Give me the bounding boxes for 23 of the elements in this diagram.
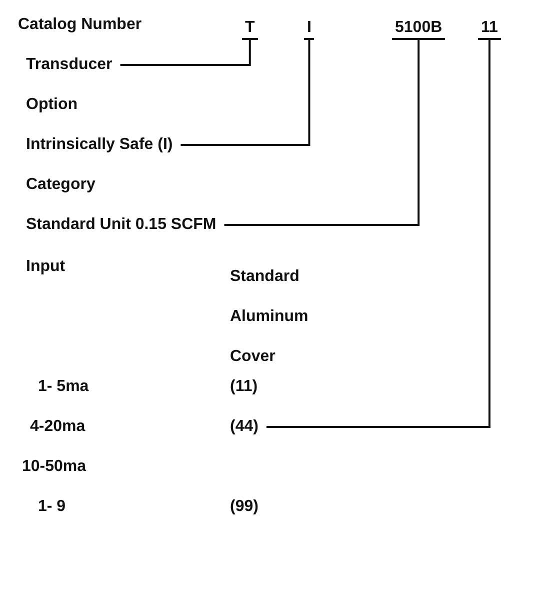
table-cell: 4-20ma xyxy=(30,417,86,437)
table-cell: (11) xyxy=(230,377,258,397)
field-label: Input xyxy=(26,257,66,277)
leader-line xyxy=(266,40,490,428)
table-cell: 1- 9 xyxy=(38,497,66,517)
catalog-code-segment: 11 xyxy=(478,18,501,40)
option-text: (44) xyxy=(230,417,258,437)
field-label: Option xyxy=(26,95,78,115)
heading: Catalog Number xyxy=(18,15,142,35)
column-heading: Standard Aluminum Cover xyxy=(230,267,310,367)
catalog-code-segment: 5100B xyxy=(392,18,446,40)
table-cell: 1- 5ma xyxy=(38,377,89,397)
option-text: Intrinsically Safe (I) xyxy=(26,135,173,155)
leader-line xyxy=(120,40,251,66)
option-text: Standard Unit 0.15 SCFM xyxy=(26,215,216,235)
leader-line xyxy=(180,40,310,146)
catalog-code-segment: T xyxy=(242,18,258,40)
table-cell: (99) xyxy=(230,497,258,517)
option-text: Transducer xyxy=(26,55,112,75)
leader-line xyxy=(224,40,420,226)
table-cell: 10-50ma xyxy=(22,457,86,477)
field-label: Category xyxy=(26,175,96,195)
catalog-code-segment: I xyxy=(304,18,314,40)
